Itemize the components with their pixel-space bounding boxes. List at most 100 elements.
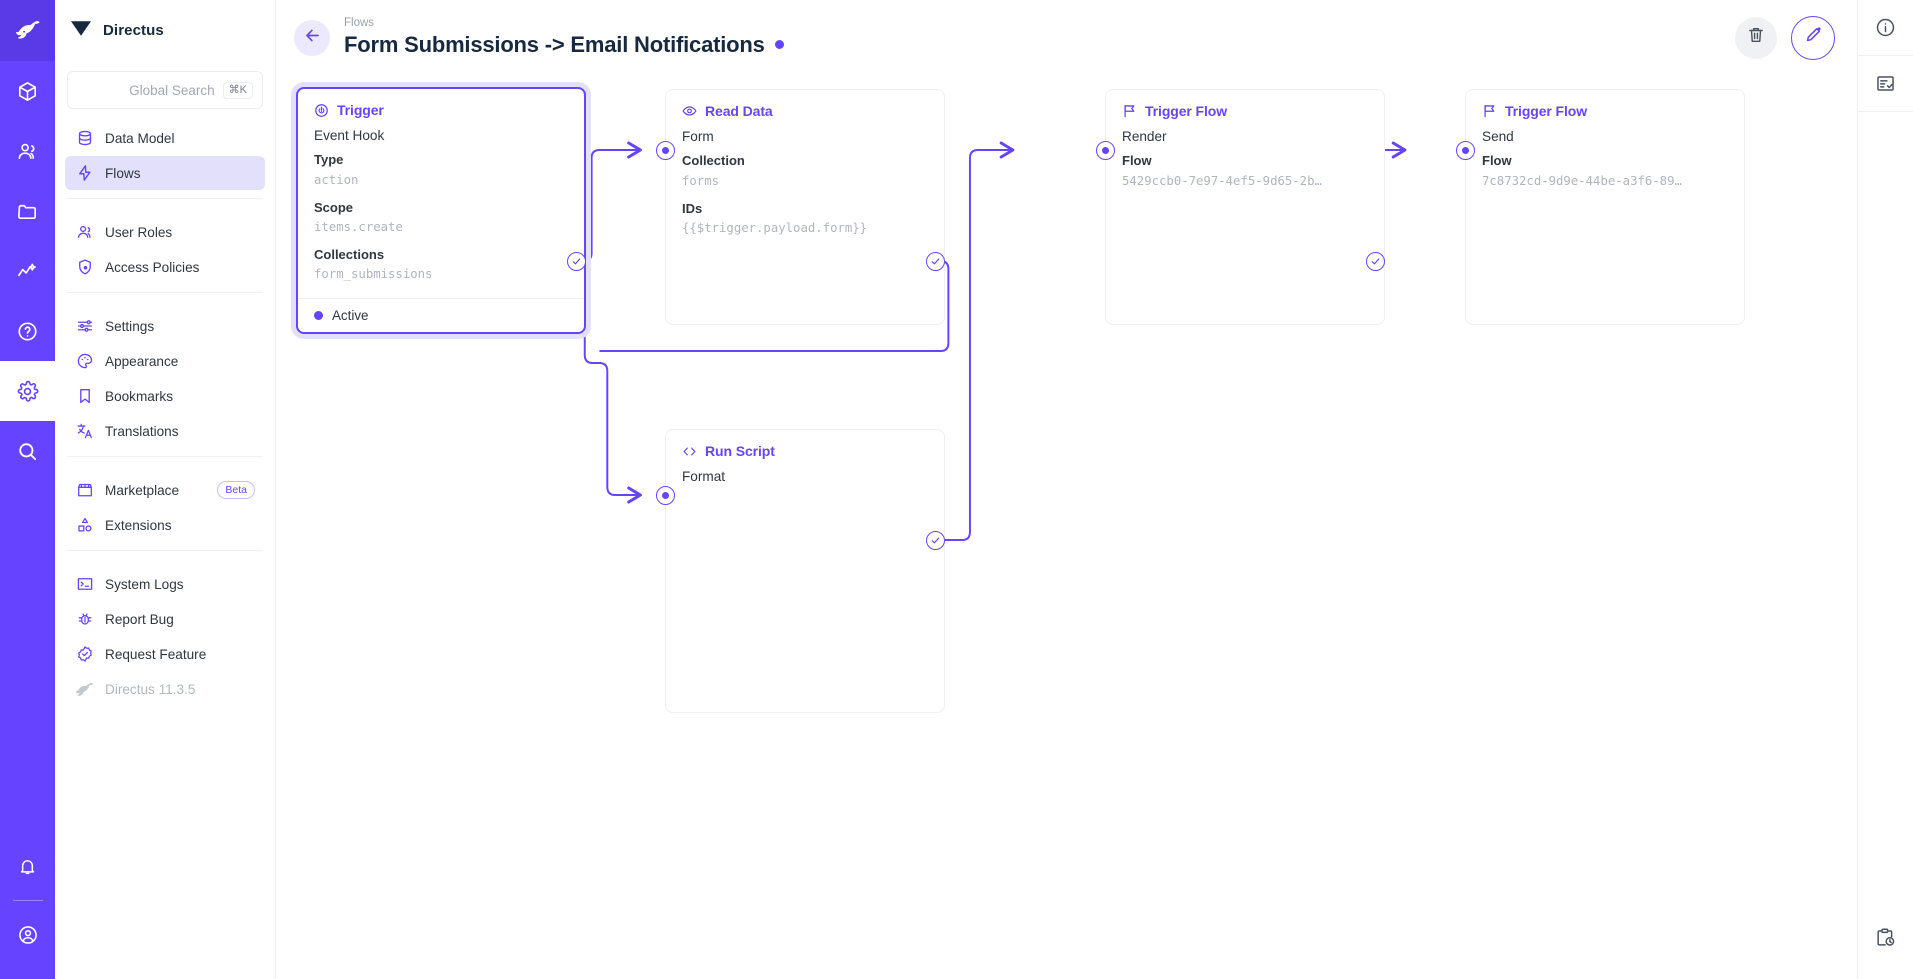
folder-icon[interactable]	[0, 181, 55, 241]
title-block: Flows Form Submissions -> Email Notifica…	[344, 17, 784, 58]
directus-rabbit-icon	[75, 680, 94, 699]
users-icon	[75, 223, 94, 242]
sidebar-item-flows[interactable]: Flows	[65, 156, 265, 190]
sliders-icon	[75, 317, 94, 336]
search-placeholder: Global Search	[129, 82, 215, 98]
sidebar-item-data-model[interactable]: Data Model	[65, 121, 265, 155]
port-resolve-run-script[interactable]	[926, 531, 945, 550]
flow-node-trigger-flow-send[interactable]: Trigger Flow Send Flow 7c8732cd-9d9e-44b…	[1465, 89, 1745, 325]
eye-icon	[682, 104, 697, 119]
node-header: Trigger Flow	[1106, 90, 1384, 125]
trash-icon	[1746, 25, 1766, 50]
node-title: Read Data	[705, 103, 773, 119]
sidebar-item-settings[interactable]: Settings	[65, 309, 265, 343]
field-key: Collection	[682, 153, 745, 169]
help-icon[interactable]	[0, 301, 55, 361]
sidebar-item-marketplace[interactable]: Marketplace Beta	[65, 473, 265, 507]
sidebar-item-label: Appearance	[105, 353, 179, 369]
bug-icon	[75, 610, 94, 629]
nav-sidebar: Directus Global Search ⌘K Data Model Flo…	[55, 0, 276, 979]
divider	[67, 292, 263, 293]
box-icon[interactable]	[0, 61, 55, 121]
power-circle-icon	[314, 103, 329, 118]
sidebar-item-label: Flows	[105, 165, 141, 181]
status-label: Active	[332, 307, 369, 323]
node-name: Send	[1482, 129, 1514, 144]
sidebar-item-label: Extensions	[105, 517, 172, 533]
node-title: Trigger Flow	[1505, 103, 1588, 119]
field-value: forms	[682, 173, 720, 188]
sidebar-item-label: Access Policies	[105, 259, 200, 275]
module-bar	[0, 0, 55, 979]
node-header: Trigger Flow	[1466, 90, 1744, 125]
divider	[1858, 111, 1913, 112]
flow-node-trigger[interactable]: Trigger Event Hook Type action Scope ite…	[296, 87, 586, 334]
flow-node-read-data[interactable]: Read Data Form Collection forms IDs {{$t…	[665, 89, 945, 325]
flow-node-run-script[interactable]: Run Script Format	[665, 429, 945, 713]
node-title: Run Script	[705, 443, 775, 459]
database-icon	[75, 129, 94, 148]
sidebar-item-extensions[interactable]: Extensions	[65, 508, 265, 542]
sidebar-item-system-logs[interactable]: System Logs	[65, 567, 265, 601]
node-name: Event Hook	[314, 128, 385, 143]
port-input-trigger-flow-send[interactable]	[1456, 141, 1475, 160]
flow-node-trigger-flow-render[interactable]: Trigger Flow Render Flow 5429ccb0-7e97-4…	[1105, 89, 1385, 325]
port-resolve-trigger[interactable]	[567, 252, 586, 271]
sidebar-item-request-feature[interactable]: Request Feature	[65, 637, 265, 671]
logs-icon[interactable]	[1858, 56, 1913, 111]
node-name: Form	[682, 129, 714, 144]
node-header: Trigger	[298, 89, 584, 124]
sidebar-group-2: User Roles Access Policies	[55, 207, 275, 284]
node-body: Form Collection forms IDs {{$trigger.pay…	[666, 125, 944, 252]
info-icon[interactable]	[1858, 0, 1913, 55]
node-title: Trigger Flow	[1145, 103, 1228, 119]
node-body: Render Flow 5429ccb0-7e97-4ef5-9d65-2b…	[1106, 125, 1384, 205]
node-status: Active	[298, 297, 584, 332]
port-resolve-trigger-flow-render[interactable]	[1366, 252, 1385, 271]
sidebar-item-access-policies[interactable]: Access Policies	[65, 250, 265, 284]
activity-clipboard-icon[interactable]	[1858, 910, 1913, 965]
bolt-icon	[75, 164, 94, 183]
field-key: Collections	[314, 246, 385, 262]
port-input-read-data[interactable]	[656, 141, 675, 160]
back-button[interactable]	[294, 19, 330, 56]
users-icon[interactable]	[0, 121, 55, 181]
account-icon[interactable]	[0, 905, 55, 965]
sidebar-item-bookmarks[interactable]: Bookmarks	[65, 379, 265, 413]
gear-icon[interactable]	[0, 361, 55, 421]
search-icon[interactable]	[0, 421, 55, 481]
node-body: Send Flow 7c8732cd-9d9e-44be-a3f6-89…	[1466, 125, 1744, 205]
directus-logo-icon[interactable]	[0, 0, 55, 61]
field-value: action	[314, 172, 359, 187]
sidebar-item-label: System Logs	[105, 576, 184, 592]
bell-icon[interactable]	[0, 836, 55, 896]
breadcrumb[interactable]: Flows	[344, 17, 375, 30]
header-actions	[1735, 15, 1835, 60]
port-input-trigger-flow-render[interactable]	[1096, 141, 1115, 160]
field-value: 5429ccb0-7e97-4ef5-9d65-2b…	[1122, 173, 1322, 188]
field-value: {{$trigger.payload.form}}	[682, 220, 868, 235]
insights-icon[interactable]	[0, 241, 55, 301]
sidebar-item-label: Request Feature	[105, 646, 207, 662]
node-header: Read Data	[666, 90, 944, 125]
sidebar-item-translations[interactable]: Translations	[65, 414, 265, 448]
store-icon	[75, 481, 94, 500]
sidebar-item-label: Directus 11.3.5	[105, 681, 196, 697]
sidebar-item-report-bug[interactable]: Report Bug	[65, 602, 265, 636]
sidebar-item-appearance[interactable]: Appearance	[65, 344, 265, 378]
port-resolve-read-data[interactable]	[926, 252, 945, 271]
sidebar-brand: Directus	[55, 0, 275, 61]
main-area: Flows Form Submissions -> Email Notifica…	[276, 0, 1857, 979]
global-search-input[interactable]: Global Search ⌘K	[67, 71, 263, 109]
code-icon	[682, 444, 697, 459]
arrow-left-icon	[303, 26, 322, 50]
flow-canvas[interactable]: Trigger Event Hook Type action Scope ite…	[276, 75, 1857, 979]
translate-icon	[75, 422, 94, 441]
delete-flow-button[interactable]	[1735, 16, 1777, 59]
port-input-run-script[interactable]	[656, 486, 675, 505]
sidebar-item-label: Settings	[105, 318, 155, 334]
edit-flow-button[interactable]	[1791, 15, 1835, 60]
field-value: 7c8732cd-9d9e-44be-a3f6-89…	[1482, 173, 1682, 188]
sidebar-item-user-roles[interactable]: User Roles	[65, 215, 265, 249]
